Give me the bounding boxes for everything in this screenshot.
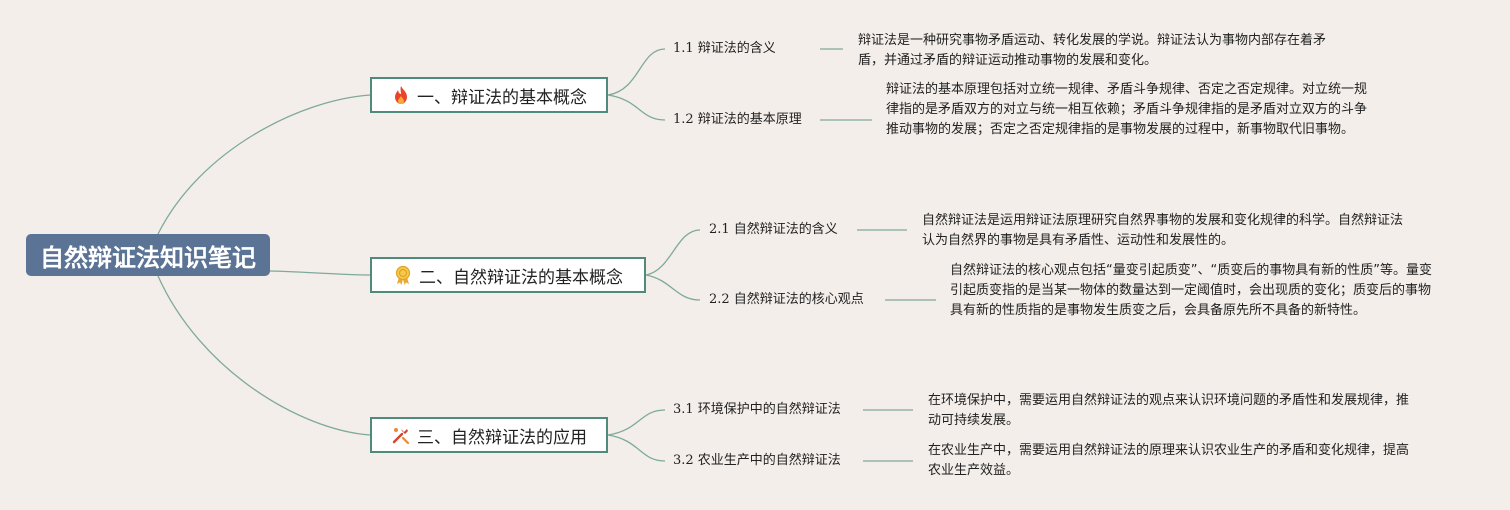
- link-b1-s11: [607, 48, 666, 96]
- link-root-b3: [157, 275, 371, 436]
- branch-title-3: 三、自然辩证法的应用: [417, 427, 587, 448]
- medal-icon: [395, 265, 411, 285]
- subtopic-1-1[interactable]: 1.1 辩证法的含义: [673, 41, 776, 56]
- link-root-b1: [157, 94, 371, 235]
- description-1-2: 辩证法的基本原理包括对立统一规律、矛盾斗争规律、否定之否定规律。对立统一规律指的…: [886, 82, 1368, 137]
- subtopic-3-2[interactable]: 3.2 农业生产中的自然辩证法: [673, 453, 841, 468]
- branch-title-1: 一、辩证法的基本概念: [417, 87, 587, 108]
- subtopic-2-2[interactable]: 2.2 自然辩证法的核心观点: [709, 292, 864, 307]
- branch-node-1[interactable]: 一、辩证法的基本概念: [370, 77, 608, 113]
- root-node[interactable]: 自然辩证法知识笔记: [26, 234, 270, 276]
- subtopic-1-2[interactable]: 1.2 辩证法的基本原理: [673, 112, 802, 127]
- tools-icon: [392, 428, 410, 445]
- description-1-1: 辩证法是一种研究事物矛盾运动、转化发展的学说。辩证法认为事物内部存在着矛盾，并通…: [858, 33, 1327, 68]
- description-2-1: 自然辩证法是运用辩证法原理研究自然界事物的发展和变化规律的科学。自然辩证法认为自…: [922, 213, 1404, 248]
- fire-icon: [395, 86, 407, 104]
- branch-node-2[interactable]: 二、自然辩证法的基本概念: [370, 257, 646, 293]
- subtopic-3-1[interactable]: 3.1 环境保护中的自然辩证法: [673, 402, 841, 417]
- link-b2-s21: [645, 229, 701, 276]
- link-b3-s32: [607, 434, 666, 462]
- link-b3-s31: [607, 409, 666, 436]
- description-2-2: 自然辩证法的核心观点包括“量变引起质变”、“质变后的事物具有新的性质”等。量变引…: [950, 263, 1432, 318]
- root-title: 自然辩证法知识笔记: [40, 243, 256, 272]
- link-root-b2: [269, 270, 371, 276]
- link-b2-s22: [645, 274, 701, 301]
- description-3-2: 在农业生产中，需要运用自然辩证法的原理来认识农业生产的矛盾和变化规律，提高农业生…: [928, 443, 1410, 478]
- description-3-1: 在环境保护中，需要运用自然辩证法的观点来认识环境问题的矛盾性和发展规律，推动可持…: [928, 393, 1410, 428]
- link-b1-s12: [607, 94, 666, 121]
- subtopic-2-1[interactable]: 2.1 自然辩证法的含义: [709, 222, 838, 237]
- branch-node-3[interactable]: 三、自然辩证法的应用: [370, 417, 608, 453]
- branch-title-2: 二、自然辩证法的基本概念: [419, 267, 623, 288]
